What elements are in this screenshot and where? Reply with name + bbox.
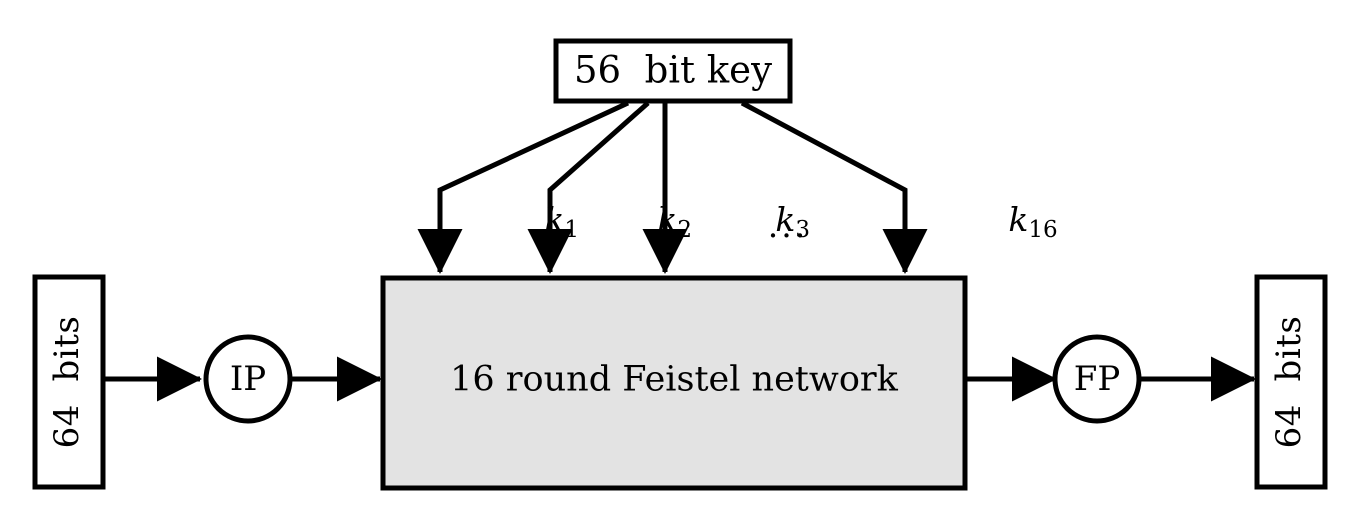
fp-node[interactable]: FP <box>1052 334 1142 424</box>
input-box-rect <box>32 274 106 490</box>
input-box-label: 64 bits <box>47 316 87 449</box>
round-key-label-3: k3 <box>681 200 884 248</box>
round-key-label-1: k1 <box>450 200 653 248</box>
feistel-block-rect <box>380 275 968 491</box>
feistel-block-label: 16 round Feistel network <box>450 360 898 400</box>
ip-label: IP <box>230 359 266 399</box>
key-box[interactable]: 56 bit key <box>553 38 793 104</box>
round-key-ellipsis: ... <box>768 206 808 245</box>
output-box[interactable]: 64 bits <box>1254 274 1328 490</box>
round-key-arrow-2 <box>527 101 650 274</box>
ip-node[interactable]: IP <box>203 334 293 424</box>
round-key-labels: k1 k2 k3 k16 ... <box>450 200 1131 248</box>
key-box-label: 56 bit key <box>574 49 772 92</box>
output-box-label: 64 bits <box>1269 316 1309 449</box>
round-key-label-16: k16 <box>914 200 1131 248</box>
input-box[interactable]: 64 bits <box>32 274 106 490</box>
round-key-connectors <box>417 100 928 274</box>
round-key-arrow-1 <box>417 100 630 274</box>
round-key-label-2: k2 <box>563 200 766 248</box>
feistel-network-block[interactable]: 16 round Feistel network <box>380 275 968 491</box>
key-box-rect <box>553 38 793 104</box>
fp-label: FP <box>1074 359 1120 399</box>
output-box-rect <box>1254 274 1328 490</box>
round-key-arrow-16 <box>740 100 928 274</box>
